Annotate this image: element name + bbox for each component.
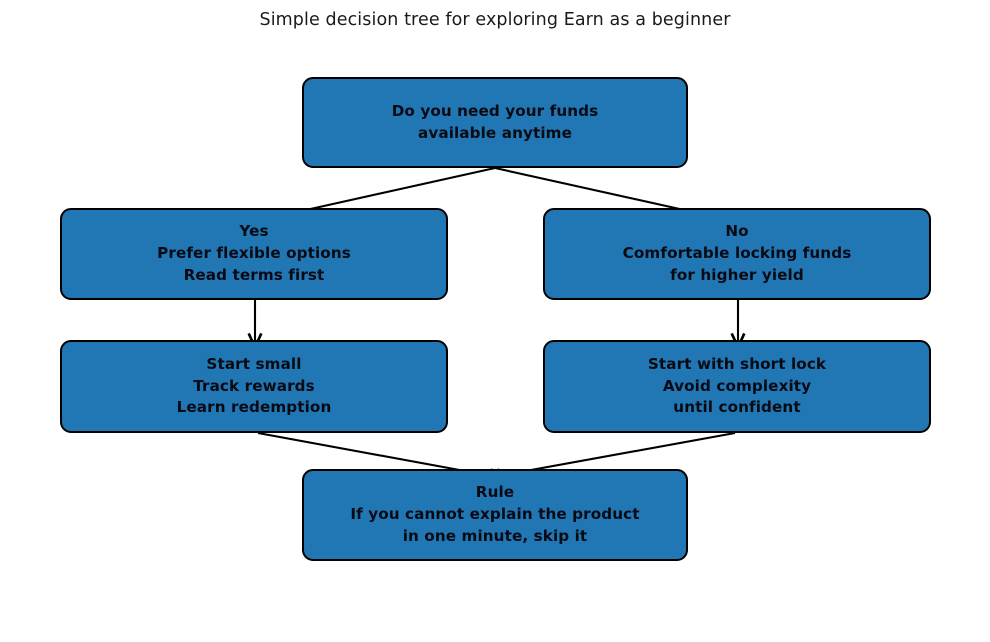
node-no-label: No Comfortable locking funds for higher … <box>622 222 852 284</box>
node-short-lock-label: Start with short lock Avoid complexity u… <box>647 354 827 417</box>
node-short-lock[interactable]: Start with short lock Avoid complexity u… <box>543 340 931 433</box>
node-no-branch[interactable]: No Comfortable locking funds for higher … <box>543 208 931 300</box>
node-yes-branch[interactable]: Yes Prefer flexible options Read terms f… <box>60 208 448 300</box>
node-start-small[interactable]: Start small Track rewards Learn redempti… <box>60 340 448 433</box>
page-title: Simple decision tree for exploring Earn … <box>259 10 731 30</box>
node-start-small-label: Start small Track rewards Learn redempti… <box>176 354 332 417</box>
node-rule-label: Rule If you cannot explain the product i… <box>350 483 640 545</box>
node-yes-label: Yes Prefer flexible options Read terms f… <box>157 222 351 284</box>
node-root-question[interactable]: Do you need your funds available anytime <box>302 77 688 168</box>
node-rule[interactable]: Rule If you cannot explain the product i… <box>302 469 688 561</box>
node-root-label: Do you need your funds available anytime <box>391 101 599 142</box>
